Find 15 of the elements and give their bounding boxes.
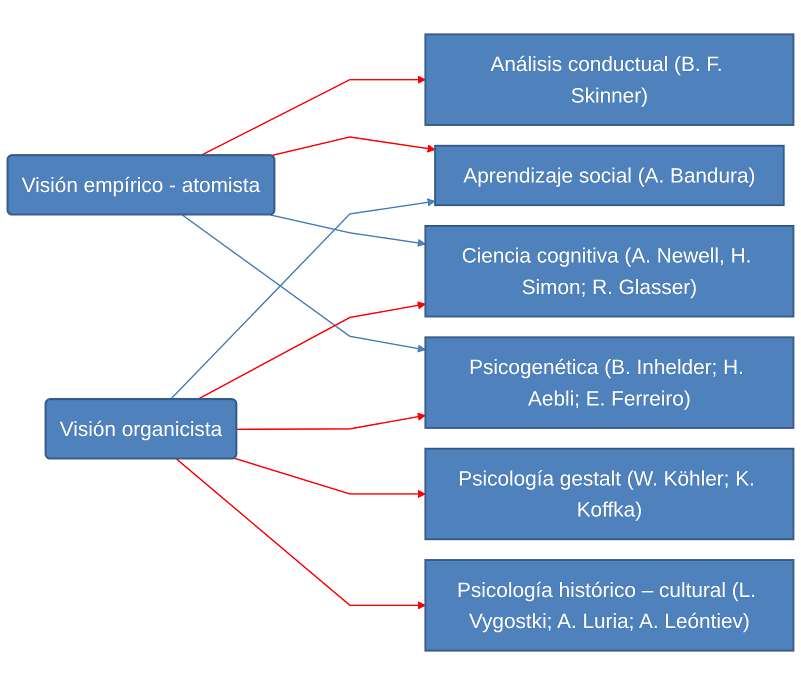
node-box: Análisis conductual (B. F. Skinner) <box>424 33 794 126</box>
arrow <box>270 136 436 156</box>
arrow <box>196 301 426 400</box>
arrow <box>200 76 426 156</box>
arrow <box>176 458 426 610</box>
arrow <box>236 412 426 430</box>
arrow <box>170 198 436 400</box>
node-box: Psicología gestalt (W. Köhler; K. Koffka) <box>424 448 794 540</box>
arrow <box>234 458 426 498</box>
node-box: Aprendizaje social (A. Bandura) <box>434 144 785 206</box>
arrow <box>270 214 426 247</box>
node-box: Ciencia cognitiva (A. Newell, H. Simon; R. Glasser) <box>424 225 794 318</box>
node-box: Psicología histórico – cultural (L. Vygostki; A. Luria; A. Leóntiev) <box>424 559 794 652</box>
arrow <box>182 214 426 353</box>
node-box: Psicogenética (B. Inhelder; H. Aebli; E. Ferreiro) <box>424 336 794 429</box>
